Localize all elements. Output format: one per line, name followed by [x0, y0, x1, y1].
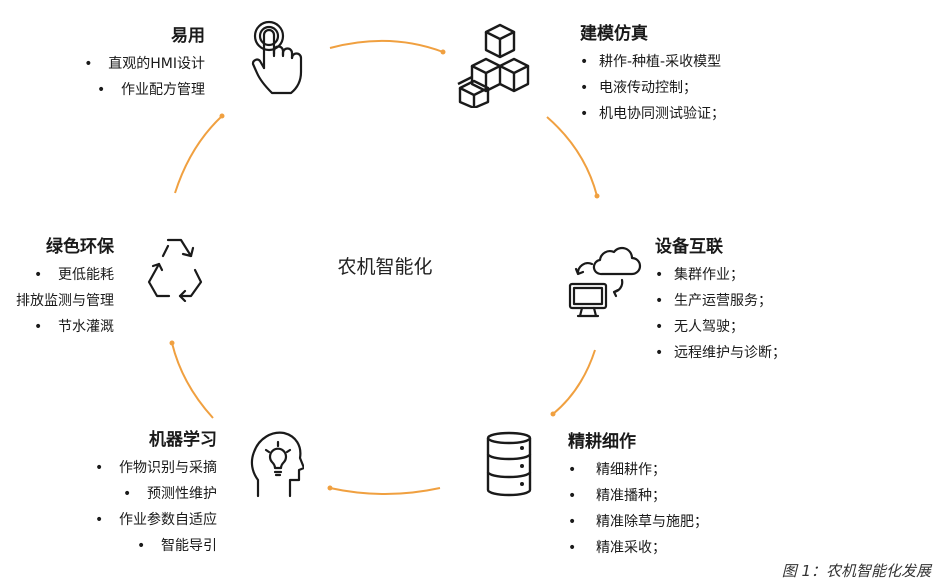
section-connectivity: 设备互联 集群作业； 生产运营服务； 无人驾驶； 远程维护与诊断；	[655, 235, 786, 366]
arc-lower-left	[171, 342, 214, 419]
section-title: 建模仿真	[580, 24, 648, 44]
arc-bottom	[329, 487, 441, 495]
list-item: 集群作业；	[655, 262, 786, 288]
section-title: 绿色环保	[46, 237, 114, 257]
list-item: •智能导引	[137, 538, 217, 554]
list-item: •更低能耗	[34, 267, 114, 283]
brain-head-icon	[250, 431, 304, 498]
arc-top	[329, 39, 444, 53]
list-item: 精准除草与施肥；	[568, 509, 708, 535]
list-item: •节水灌溉	[34, 319, 114, 335]
arc-lower-right	[552, 349, 596, 415]
section-precision: 精耕细作 精细耕作； 精准播种； 精准除草与施肥； 精准采收；	[568, 430, 708, 561]
list-item: 机电协同测试验证；	[580, 101, 725, 127]
section-green: 绿色环保 •更低能耗 排放监测与管理 •节水灌溉	[16, 235, 114, 340]
recycle-icon	[147, 238, 203, 302]
list-item: •预测性维护	[123, 486, 217, 502]
list-item: 耕作-种植-采收模型	[580, 49, 725, 75]
center-label: 农机智能化	[337, 256, 433, 278]
section-title: 易用	[171, 26, 205, 46]
list-item: •作业参数自适应	[95, 512, 217, 528]
section-title: 设备互联	[655, 237, 723, 257]
list-item: •作业配方管理	[97, 82, 205, 98]
list-item: 生产运营服务；	[655, 288, 786, 314]
cubes-icon	[457, 23, 530, 108]
section-title: 机器学习	[149, 430, 217, 450]
list-item: 无人驾驶；	[655, 314, 786, 340]
section-title: 精耕细作	[568, 432, 636, 452]
list-item: 排放监测与管理	[16, 293, 114, 309]
list-item: •作物识别与采摘	[95, 460, 217, 476]
section-easy-use: 易用 •直观的HMI设计 •作业配方管理	[84, 24, 205, 103]
arc-upper-left	[174, 115, 223, 194]
cloud-monitor-icon	[568, 246, 642, 318]
arc-upper-right	[546, 116, 598, 197]
list-item: 精准播种；	[568, 483, 708, 509]
database-icon	[486, 431, 532, 497]
list-item: •直观的HMI设计	[84, 56, 205, 72]
section-ml: 机器学习 •作物识别与采摘 •预测性维护 •作业参数自适应 •智能导引	[95, 428, 217, 559]
figure-caption: 图 1：农机智能化发展	[781, 562, 931, 580]
list-item: 精准采收；	[568, 535, 708, 561]
touch-hand-icon	[251, 20, 303, 95]
list-item: 电液传动控制；	[580, 75, 725, 101]
list-item: 精细耕作；	[568, 457, 708, 483]
section-modeling: 建模仿真 耕作-种植-采收模型 电液传动控制； 机电协同测试验证；	[580, 22, 725, 127]
list-item: 远程维护与诊断；	[655, 340, 786, 366]
